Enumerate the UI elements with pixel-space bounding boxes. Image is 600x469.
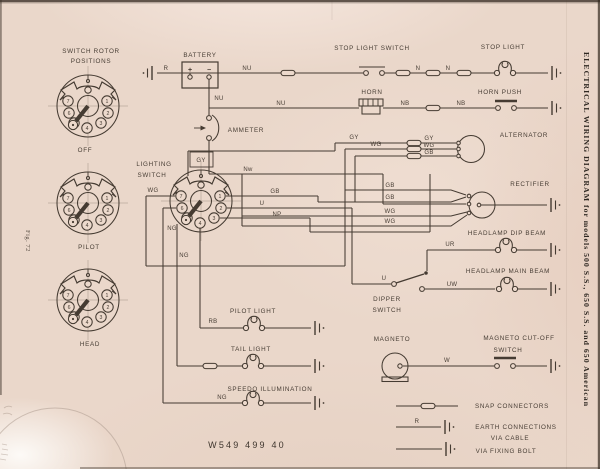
wire-label-n1: N xyxy=(416,66,421,72)
rotor-caption-off: OFF xyxy=(78,147,93,154)
wiring-network xyxy=(145,72,548,450)
speedo-label: SPEEDO ILLUMINATION xyxy=(228,386,313,393)
ammeter-label: AMMETER xyxy=(228,127,264,134)
stop-light-switch-symbol xyxy=(359,66,385,76)
wire-label-ng1: NG xyxy=(167,226,177,232)
horn-push-label: HORN PUSH xyxy=(478,89,522,96)
headlamp-dip-label: HEADLAMP DIP BEAM xyxy=(468,230,546,237)
battery-symbol: + − xyxy=(181,61,219,89)
stop-light-switch-label: STOP LIGHT SWITCH xyxy=(334,45,410,52)
pilot-light-bulb xyxy=(242,315,266,332)
magneto-cutoff-label-1: MAGNETO CUT-OFF xyxy=(483,335,554,342)
wire-label-nu-horn: NU xyxy=(276,101,285,107)
wire-label-nb1: NB xyxy=(401,101,410,107)
wire-label-np: NP xyxy=(273,212,282,218)
wire-label-nu-top: NU xyxy=(242,66,251,72)
rotor-caption-head: HEAD xyxy=(80,341,100,348)
rotor-off xyxy=(48,66,128,146)
stop-light-bulb xyxy=(493,60,517,77)
horn-push-symbol xyxy=(495,99,517,111)
rotor-head xyxy=(48,260,128,340)
wire-label-wg-rect1: WG xyxy=(385,209,396,215)
alternator-symbol xyxy=(456,134,486,164)
wire-label-r-legend: R xyxy=(415,419,420,425)
dipper-switch-label-2: SWITCH xyxy=(372,307,401,314)
rotor-section-title-2: POSITIONS xyxy=(71,58,112,65)
snap-connectors xyxy=(202,69,472,410)
legend-earth-cable-label-1: EARTH CONNECTIONS xyxy=(475,424,556,431)
wire-label-w: W xyxy=(444,358,450,364)
battery-label: BATTERY xyxy=(183,52,216,59)
rectifier-label: RECTIFIER xyxy=(510,181,550,188)
gy-label-box xyxy=(189,151,214,168)
wire-label-nb2: NB xyxy=(457,101,466,107)
magneto-cutoff-label-2: SWITCH xyxy=(493,347,522,354)
wire-label-u-dipper: U xyxy=(382,276,387,282)
wire-label-ng-speedo: NG xyxy=(217,395,227,401)
wire-label-gb-rect2: GB xyxy=(385,195,394,201)
magneto-label: MAGNETO xyxy=(374,336,411,343)
wire-label-gb-rect1: GB xyxy=(385,183,394,189)
legend-snap-label: SNAP CONNECTORS xyxy=(475,403,549,410)
wire-label-nu-vert: NU xyxy=(214,96,223,102)
tail-light-label: TAIL LIGHT xyxy=(231,346,271,353)
pilot-light-label: PILOT LIGHT xyxy=(230,308,276,315)
alternator-label: ALTERNATOR xyxy=(500,132,548,139)
horn-label: HORN xyxy=(361,89,382,96)
wire-label-gb-term: GB xyxy=(424,150,433,156)
wire-label-wg-term: WG xyxy=(424,143,435,149)
wire-label-nw: Nw xyxy=(243,167,253,173)
rotor-pilot xyxy=(48,163,128,243)
margin-title: ELECTRICAL WIRING DIAGRAM for models 500… xyxy=(582,52,591,407)
dipper-switch-symbol xyxy=(391,271,428,292)
wire-label-gb-switch: GB xyxy=(270,189,279,195)
part-number: W549 499 40 xyxy=(208,440,286,450)
battery-minus: − xyxy=(207,67,211,74)
horn-symbol xyxy=(358,98,384,115)
lighting-switch-label-2: SWITCH xyxy=(137,172,166,179)
headlamp-main-label: HEADLAMP MAIN BEAM xyxy=(466,268,550,275)
rotor-caption-pilot: PILOT xyxy=(78,244,100,251)
legend-earth-cable-label-2: VIA CABLE xyxy=(491,435,530,442)
wire-label-wg-rect2: WG xyxy=(385,219,396,225)
magneto-symbol xyxy=(381,352,409,383)
wire-label-wg-left-alt: WG xyxy=(371,142,382,148)
wire-label-ng2: NG xyxy=(179,253,189,259)
stop-light-label: STOP LIGHT xyxy=(481,44,525,51)
wire-label-rb: RB xyxy=(209,319,218,325)
wire-label-ur: UR xyxy=(445,242,455,248)
tail-light-bulb xyxy=(241,353,265,370)
dip-beam-bulb xyxy=(494,237,518,254)
dipper-switch-label-1: DIPPER xyxy=(373,296,401,303)
battery-plus: + xyxy=(188,67,192,74)
magneto-cutoff-switch-symbol xyxy=(494,356,516,369)
wire-label-gy-term: GY xyxy=(424,136,433,142)
wire-label-u-switch: U xyxy=(260,201,265,207)
legend-fixing-bolt-label: VIA FIXING BOLT xyxy=(476,448,537,455)
figure-number: Fig. 72 xyxy=(24,230,31,252)
lighting-switch-label-1: LIGHTING xyxy=(136,161,171,168)
wire-label-r: R xyxy=(164,66,169,72)
main-beam-bulb xyxy=(495,276,519,293)
ammeter-symbol xyxy=(194,114,220,142)
rectifier-symbol xyxy=(466,191,496,219)
wire-label-gy-box: GY xyxy=(196,158,205,164)
wire-label-wg-switch: WG xyxy=(148,188,159,194)
wire-label-gy-left: GY xyxy=(349,135,358,141)
wire-label-n2: N xyxy=(446,66,451,72)
wire-label-uw: UW xyxy=(447,282,458,288)
rotor-section-title-1: SWITCH ROTOR xyxy=(62,48,120,55)
speedo-bulb xyxy=(241,390,265,407)
